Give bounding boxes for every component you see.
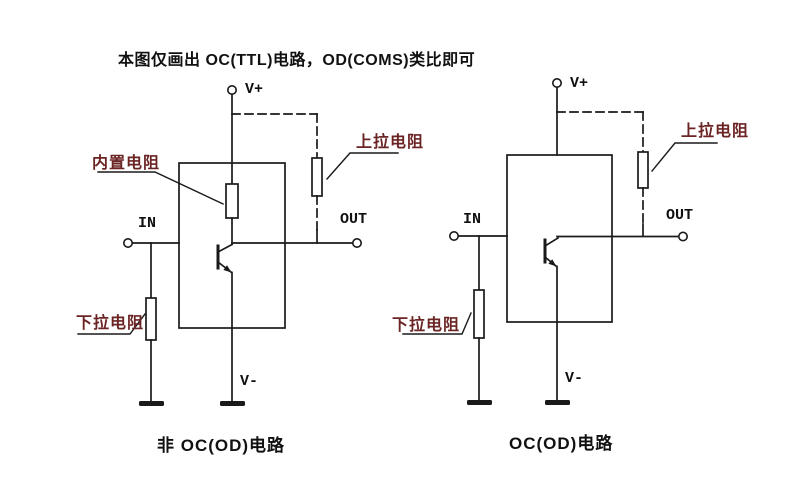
ground-symbol [139, 401, 164, 406]
terminal-circle-vplus [227, 85, 238, 96]
transistor-symbol [543, 236, 560, 268]
builtin-label-leader [97, 171, 224, 205]
right-vminus-label: V- [565, 370, 584, 387]
left-in-label: IN [138, 215, 157, 232]
terminal-circle-in [123, 238, 134, 249]
ground-symbol [467, 400, 492, 405]
left-pulldown-label-leader [77, 313, 146, 335]
left-pullup-resistor-label: 上拉电阻 [356, 134, 425, 151]
builtin-resistor-symbol [225, 183, 239, 219]
left-pullup-label-leader [326, 152, 399, 180]
left-vminus-label: V- [240, 373, 259, 390]
terminal-circle-vplus [551, 78, 562, 89]
terminal-circle-out [677, 231, 688, 242]
terminal-circle-in [448, 231, 459, 242]
builtin-resistor-label: 内置电阻 [92, 155, 161, 172]
right-pulldown-resistor-label: 下拉电阻 [392, 317, 461, 334]
right-in-label: IN [463, 211, 482, 228]
left-circuit [77, 85, 399, 406]
ground-symbol [220, 401, 245, 406]
right-ic-box [506, 154, 613, 323]
ground-symbol [545, 400, 570, 405]
pullup-resistor-symbol [311, 157, 323, 197]
pulldown-resistor-symbol [145, 297, 157, 341]
left-pulldown-resistor-label: 下拉电阻 [76, 315, 145, 332]
right-vplus-label: V+ [570, 75, 589, 92]
left-out-label: OUT [340, 211, 368, 228]
left-circuit-caption: 非 OC(OD)电路 [157, 436, 286, 455]
right-pulldown-label-leader [402, 312, 472, 335]
right-circuit [402, 78, 718, 405]
pulldown-resistor-symbol [473, 289, 485, 339]
right-pullup-resistor-label: 上拉电阻 [681, 123, 750, 140]
pullup-resistor-symbol [637, 151, 649, 189]
transistor-symbol [216, 243, 234, 274]
terminal-circle-out [351, 238, 362, 249]
left-vplus-label: V+ [245, 81, 264, 98]
right-circuit-caption: OC(OD)电路 [509, 434, 614, 453]
right-out-label: OUT [666, 207, 694, 224]
diagram-title: 本图仅画出 OC(TTL)电路，OD(COMS)类比即可 [118, 52, 476, 69]
right-pullup-label-leader [651, 142, 718, 172]
